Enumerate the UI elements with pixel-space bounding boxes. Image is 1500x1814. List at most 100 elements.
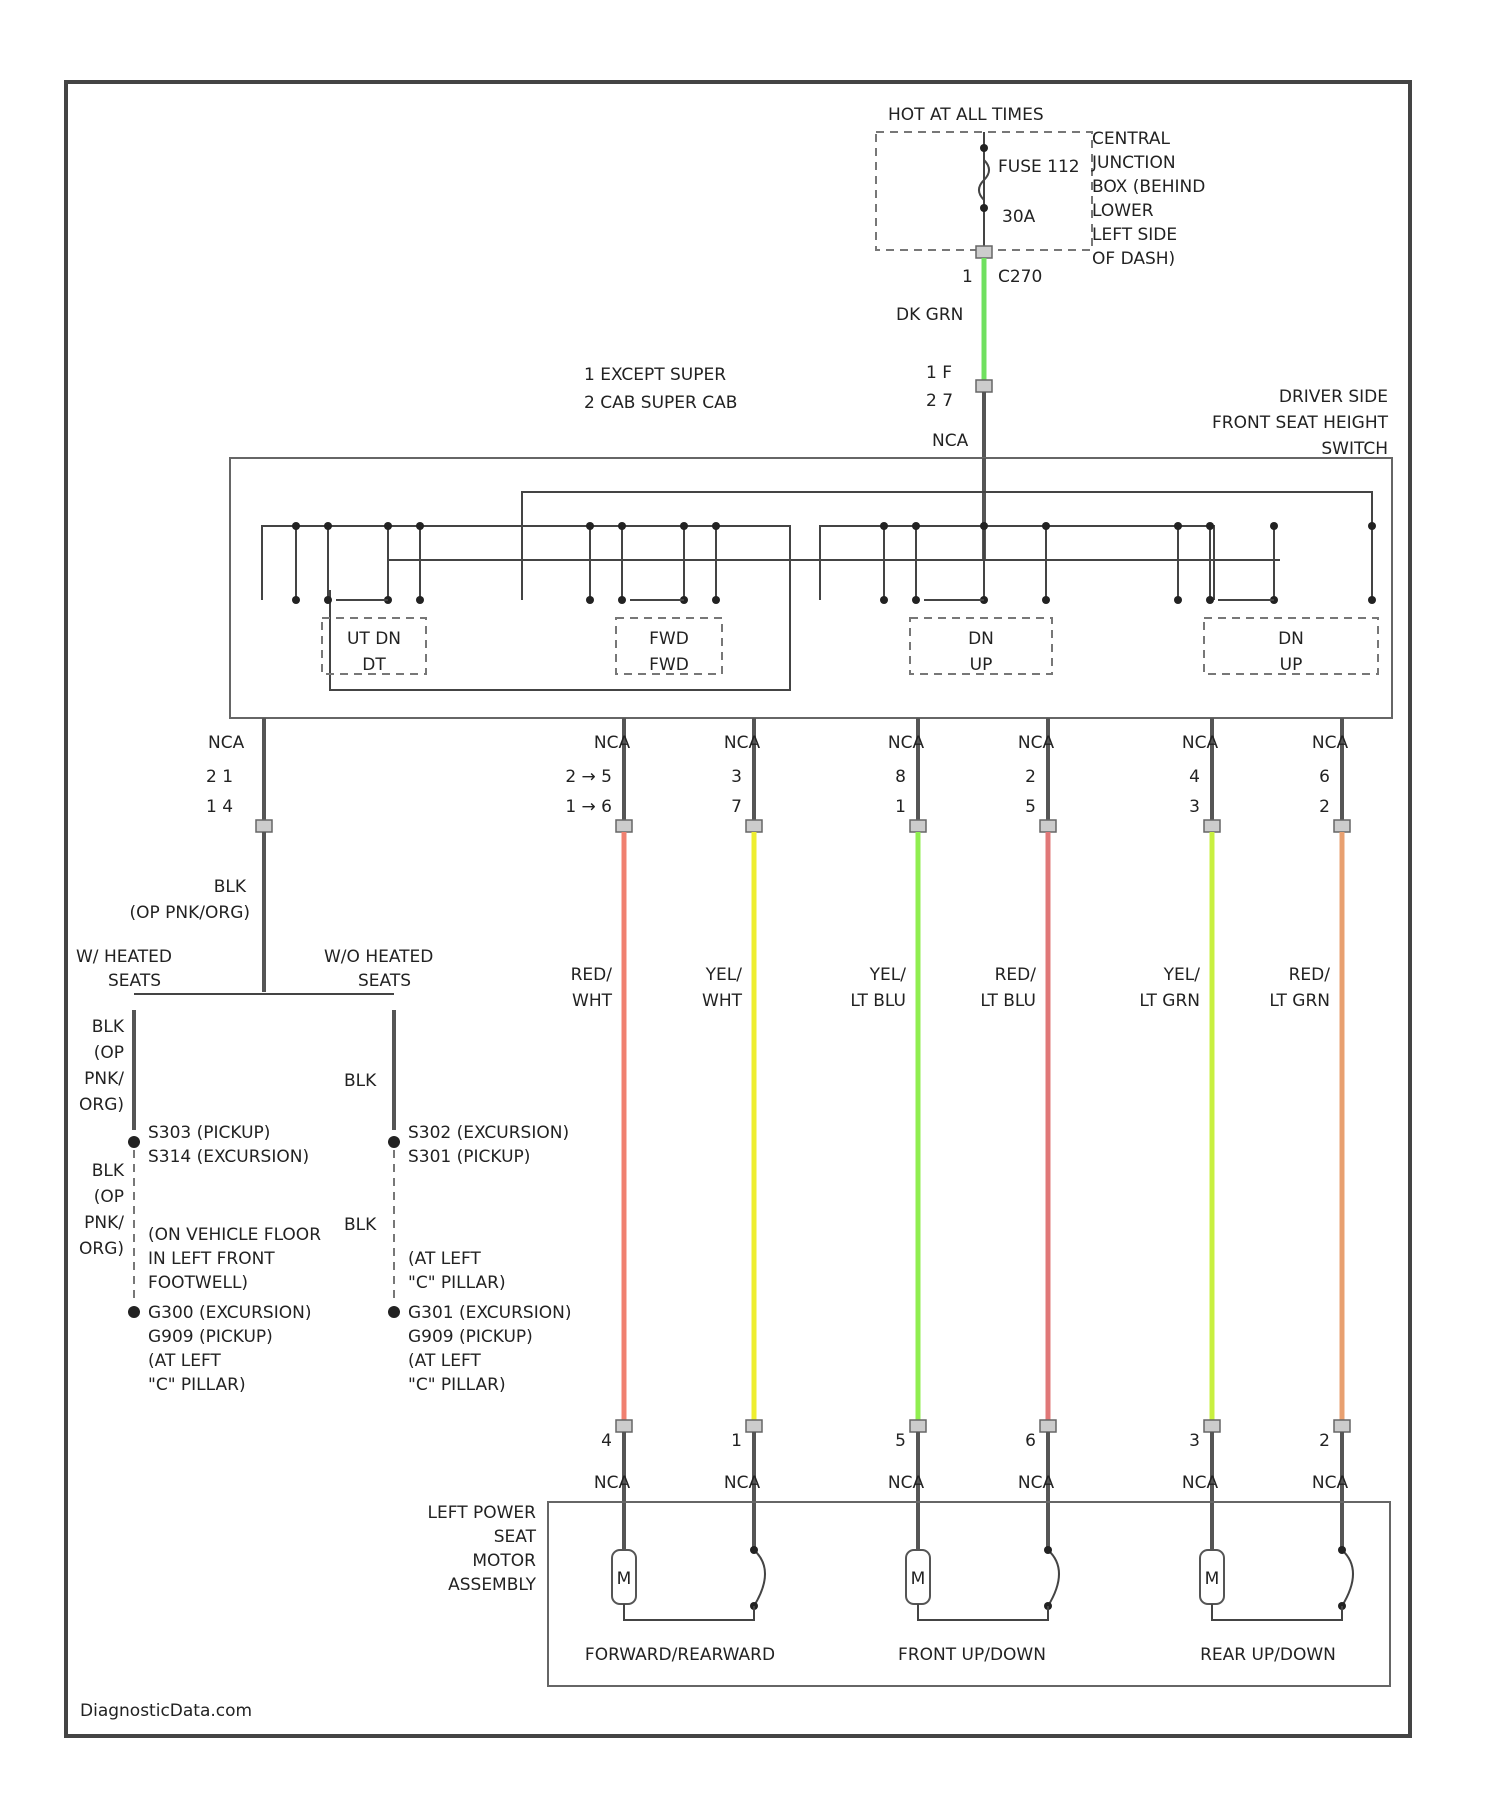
assembly-title-3: MOTOR bbox=[472, 1551, 536, 1571]
switch-connector bbox=[616, 820, 632, 832]
circuit-4-nca-top: NCA bbox=[1018, 733, 1055, 753]
circuit-2-pin-top: 3 bbox=[731, 767, 742, 787]
feed-pin-2: 2 7 bbox=[926, 391, 953, 411]
circuit-5-motor-pin: 3 bbox=[1189, 1431, 1200, 1451]
lw-a3: PNK/ bbox=[84, 1069, 124, 1089]
assembly-title-4: ASSEMBLY bbox=[448, 1575, 536, 1595]
switch-connector bbox=[1040, 820, 1056, 832]
switch-section-1-bottom: DT bbox=[362, 655, 386, 675]
switch-title-1: DRIVER SIDE bbox=[1279, 387, 1388, 407]
right-ground-2: G909 (PICKUP) bbox=[408, 1327, 533, 1347]
circuit-3-color-2: LT BLU bbox=[850, 991, 906, 1011]
switch-contact bbox=[618, 596, 626, 604]
right-ground-4: "C" PILLAR) bbox=[408, 1375, 506, 1395]
switch-title-3: SWITCH bbox=[1321, 439, 1388, 459]
motor-2-m: M bbox=[911, 1569, 926, 1589]
junction-loc-5: LEFT SIDE bbox=[1092, 225, 1177, 245]
switch-contact bbox=[912, 596, 920, 604]
circuit-3-nca-bottom: NCA bbox=[888, 1473, 925, 1493]
switch-contact bbox=[1368, 596, 1376, 604]
circuit-1-motor-pin: 4 bbox=[601, 1431, 612, 1451]
switch-outline bbox=[230, 458, 1392, 718]
switch-section-2-top: FWD bbox=[649, 629, 689, 649]
right-splice-2: S301 (PICKUP) bbox=[408, 1147, 530, 1167]
switch-contact bbox=[416, 596, 424, 604]
rw-a: BLK bbox=[344, 1071, 377, 1091]
circuit-2-color-1: YEL/ bbox=[705, 965, 743, 985]
switch-section-1-top: UT DN bbox=[347, 629, 401, 649]
c270-connector bbox=[976, 246, 992, 258]
circuit-5-nca-top: NCA bbox=[1182, 733, 1219, 753]
left-loc-2: IN LEFT FRONT bbox=[148, 1249, 275, 1269]
junction-loc-1: CENTRAL bbox=[1092, 129, 1170, 149]
circuit-1-nca-bottom: NCA bbox=[594, 1473, 631, 1493]
circuit-6-motor-pin: 2 bbox=[1319, 1431, 1330, 1451]
right-loc-2: "C" PILLAR) bbox=[408, 1273, 506, 1293]
circuit-1-color-2: WHT bbox=[572, 991, 613, 1011]
junction-loc-2: JUNCTION bbox=[1091, 153, 1176, 173]
motor-3: M bbox=[1200, 1546, 1353, 1620]
motor-1: M bbox=[612, 1546, 765, 1620]
circuit-3-nca-top: NCA bbox=[888, 733, 925, 753]
circuit-4-pin-top: 2 bbox=[1025, 767, 1036, 787]
left-ground-1: G300 (EXCURSION) bbox=[148, 1303, 311, 1323]
lw-b3: PNK/ bbox=[84, 1213, 124, 1233]
c270-label: C270 bbox=[998, 267, 1042, 287]
switch-contact bbox=[586, 596, 594, 604]
circuit-6-color-1: RED/ bbox=[1289, 965, 1331, 985]
footer-watermark: DiagnosticData.com bbox=[80, 1701, 252, 1721]
lw-a1: BLK bbox=[92, 1017, 125, 1037]
motor-connector bbox=[1334, 1420, 1350, 1432]
switch-contact bbox=[880, 596, 888, 604]
lw-a4: ORG) bbox=[79, 1095, 124, 1115]
right-ground-1: G301 (EXCURSION) bbox=[408, 1303, 571, 1323]
circuit-1-pin-top: 2 → 5 bbox=[565, 767, 612, 787]
left-splice-1: S303 (PICKUP) bbox=[148, 1123, 270, 1143]
assembly-title-2: SEAT bbox=[494, 1527, 537, 1547]
circuit-3-motor-pin: 5 bbox=[895, 1431, 906, 1451]
circuit-4-color-2: LT BLU bbox=[980, 991, 1036, 1011]
motor-connector bbox=[1040, 1420, 1056, 1432]
motor-1-m: M bbox=[617, 1569, 632, 1589]
motor-connector bbox=[910, 1420, 926, 1432]
circuit-4-color-1: RED/ bbox=[995, 965, 1037, 985]
c270-pin: 1 bbox=[962, 267, 973, 287]
circuit-3: NCA81YEL/LT BLU5NCA bbox=[850, 718, 926, 1550]
left-title-1: W/ HEATED bbox=[76, 947, 172, 967]
lw-b4: ORG) bbox=[79, 1239, 124, 1259]
switch-contact bbox=[292, 596, 300, 604]
circuit-1-color-1: RED/ bbox=[571, 965, 613, 985]
circuit-2: NCA37YEL/WHT1NCA bbox=[702, 718, 762, 1550]
switch-contact bbox=[712, 596, 720, 604]
rw-b: BLK bbox=[344, 1215, 377, 1235]
circuit-breaker-symbol bbox=[1342, 1550, 1353, 1606]
switch-connector bbox=[910, 820, 926, 832]
circuit-2-nca-bottom: NCA bbox=[724, 1473, 761, 1493]
right-title-2: SEATS bbox=[358, 971, 411, 991]
circuit-3-pin-top: 8 bbox=[895, 767, 906, 787]
switch-section-4-bottom: UP bbox=[1280, 655, 1303, 675]
circuit-5-color-2: LT GRN bbox=[1139, 991, 1200, 1011]
assembly-title-1: LEFT POWER bbox=[428, 1503, 537, 1523]
motor-connector bbox=[746, 1420, 762, 1432]
switch-section-3-top: DN bbox=[968, 629, 994, 649]
ground-pin-2: 1 4 bbox=[206, 797, 233, 817]
motor-label-front-updown: FRONT UP/DOWN bbox=[898, 1645, 1046, 1665]
left-ground-3: (AT LEFT bbox=[148, 1351, 221, 1371]
switch-contact bbox=[1174, 596, 1182, 604]
switch-connector bbox=[1204, 820, 1220, 832]
switch-section-2-bottom: FWD bbox=[649, 655, 689, 675]
lw-b2: (OP bbox=[94, 1187, 124, 1207]
motor-3-m: M bbox=[1205, 1569, 1220, 1589]
circuit-4-motor-pin: 6 bbox=[1025, 1431, 1036, 1451]
right-loc-1: (AT LEFT bbox=[408, 1249, 481, 1269]
circuit-6-nca-top: NCA bbox=[1312, 733, 1349, 753]
fuse-amps: 30A bbox=[1002, 207, 1036, 227]
circuit-2-nca-top: NCA bbox=[724, 733, 761, 753]
motor-connector bbox=[1204, 1420, 1220, 1432]
switch-connector bbox=[746, 820, 762, 832]
power-source: HOT AT ALL TIMES FUSE 112 30A CENTRAL JU… bbox=[876, 105, 1205, 287]
left-loc-1: (ON VEHICLE FLOOR bbox=[148, 1225, 321, 1245]
